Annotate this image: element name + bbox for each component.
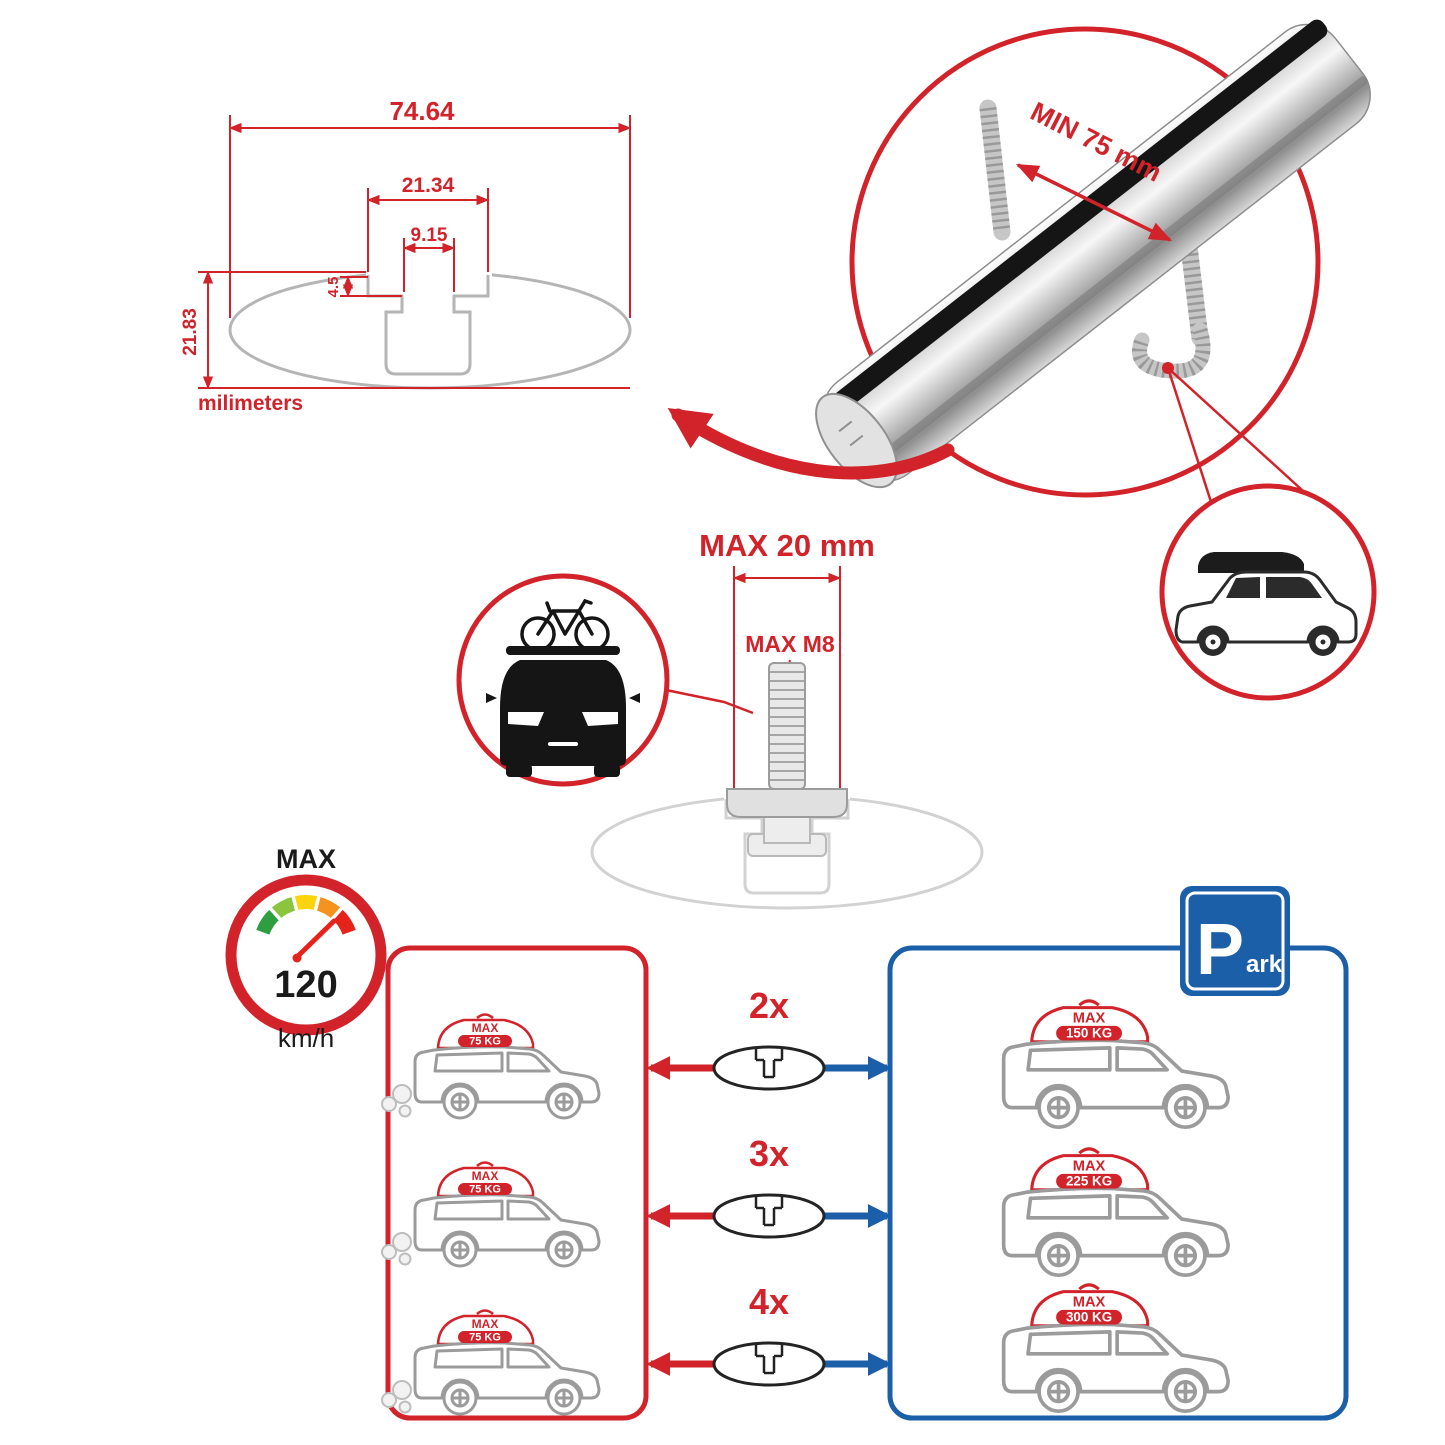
dimension-slot-width: 9.15 bbox=[402, 225, 456, 292]
suv-window bbox=[1266, 577, 1322, 598]
headlight bbox=[582, 712, 618, 726]
dimension-step-depth: 4.5 bbox=[325, 275, 402, 298]
roof-box-weight: 300 KG bbox=[1066, 1309, 1112, 1324]
bolt-illustration bbox=[726, 662, 848, 857]
multiplier-label: 4x bbox=[749, 1281, 789, 1322]
multiplier-label: 2x bbox=[749, 985, 789, 1026]
roof-box-weight: 75 KG bbox=[469, 1332, 501, 1344]
bike-car-circle bbox=[456, 573, 754, 787]
roof-box-weight: 150 KG bbox=[1066, 1025, 1112, 1040]
dimension-mid-width: 21.34 bbox=[366, 174, 490, 272]
multiplier-row: 2x bbox=[646, 985, 892, 1091]
gauge-needle bbox=[295, 918, 337, 959]
car-item: MAX 75 KG bbox=[381, 1161, 601, 1268]
roof-box-max-label: MAX bbox=[1073, 1010, 1106, 1026]
bike-circle-leader bbox=[665, 688, 754, 715]
cross-section-diagram: 74.64 21.34 9.15 4.5 21.83 bbox=[180, 96, 632, 415]
bolt-max-width-label: MAX 20 mm bbox=[699, 528, 875, 563]
multiplier-label: 3x bbox=[749, 1133, 789, 1174]
multiplier-row: 3x bbox=[646, 1133, 892, 1239]
speed-value: 120 bbox=[274, 964, 337, 1006]
dim-total-height-value: 21.83 bbox=[180, 308, 201, 356]
roof-box-weight: 225 KG bbox=[1066, 1173, 1112, 1188]
multiplier-row: 4x bbox=[646, 1281, 892, 1387]
bar-closeup-circle: MIN 75 mm bbox=[667, 19, 1371, 506]
cross-section-icon bbox=[712, 1341, 826, 1387]
car-front-icon bbox=[486, 646, 640, 777]
parking-sign-ark: ark bbox=[1246, 951, 1283, 978]
car-item: MAX 75 KG bbox=[381, 1013, 601, 1120]
roof-box-max-label: MAX bbox=[1073, 1294, 1106, 1310]
suv-window bbox=[1226, 577, 1260, 598]
speed-unit: km/h bbox=[278, 1023, 334, 1053]
suv-roofbox-circle bbox=[1159, 483, 1377, 701]
bar-groove bbox=[863, 76, 1368, 473]
suv-illustration bbox=[1174, 552, 1358, 656]
multiplier-rows: 2x 3x 4x bbox=[646, 985, 892, 1387]
roof-box-max-label: MAX bbox=[1073, 1158, 1106, 1174]
car-item: MAX 75 KG bbox=[381, 1309, 601, 1416]
callout-arrow bbox=[667, 408, 955, 480]
bolt-spec: MAX 20 mm MAX M8 bbox=[590, 528, 984, 910]
driving-panel: MAX 75 KG MAX 75 KG MAX 75 KG bbox=[381, 945, 649, 1421]
parking-sign-p: P bbox=[1196, 910, 1244, 990]
car-item: MAX 150 KG bbox=[1001, 999, 1230, 1129]
bolt-max-thread-label: MAX M8 bbox=[745, 631, 835, 657]
roof-box-max-label: MAX bbox=[472, 1169, 499, 1183]
connector-line bbox=[1166, 367, 1214, 506]
t-slot-channel bbox=[366, 275, 490, 376]
roof-box-weight: 75 KG bbox=[469, 1036, 501, 1048]
roof-box-max-label: MAX bbox=[472, 1317, 499, 1331]
connector-line bbox=[1167, 367, 1303, 491]
bolt-collar bbox=[726, 788, 848, 818]
parking-sign: P ark bbox=[1180, 886, 1290, 996]
dimension-total-width: 74.64 bbox=[228, 96, 632, 318]
speedometer: MAX 120 km/h bbox=[225, 844, 387, 1053]
dim-step-depth-value: 4.5 bbox=[325, 277, 342, 298]
roof-box-max-label: MAX bbox=[472, 1021, 499, 1035]
cross-section-icon bbox=[712, 1045, 826, 1091]
roof-box-weight: 75 KG bbox=[469, 1184, 501, 1196]
car-item: MAX 225 KG bbox=[1001, 1147, 1230, 1277]
roof-box bbox=[1198, 552, 1304, 570]
dim-total-width-value: 74.64 bbox=[389, 96, 455, 126]
cross-section-icon bbox=[712, 1193, 826, 1239]
car-item: MAX 300 KG bbox=[1001, 1283, 1230, 1413]
dim-mid-width-value: 21.34 bbox=[402, 174, 455, 197]
parking-panel: MAX 150 KG MAX 225 KG MAX 300 KG P ark bbox=[887, 886, 1349, 1421]
headlight bbox=[508, 712, 544, 726]
speed-max-label: MAX bbox=[276, 844, 336, 874]
units-label: milimeters bbox=[198, 392, 303, 415]
dimension-total-height: 21.83 bbox=[180, 270, 630, 390]
dim-slot-width-value: 9.15 bbox=[411, 225, 448, 246]
